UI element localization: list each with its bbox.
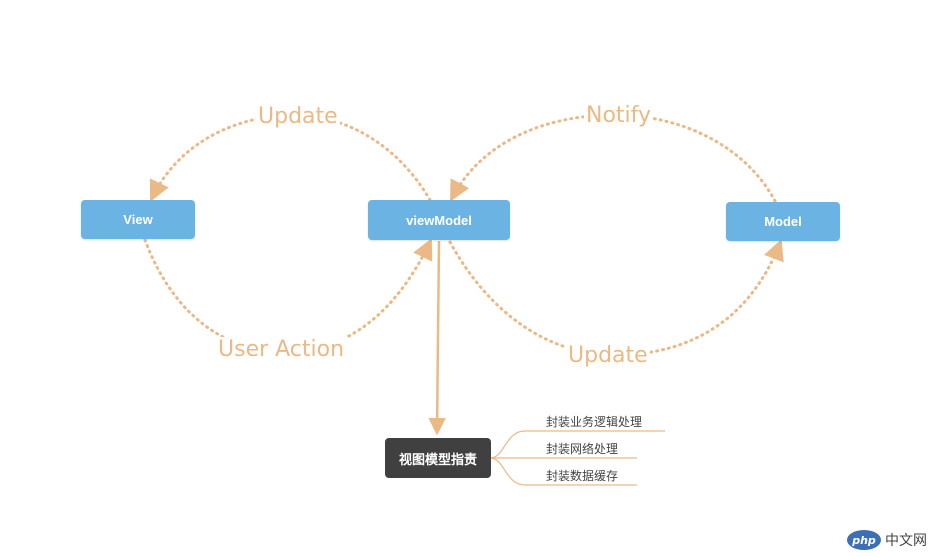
branch-connector-1 <box>489 430 665 459</box>
edge-viewmodel-to-responsibility <box>428 240 446 436</box>
label-user-action: User Action <box>216 337 347 363</box>
branch-item-data-cache: 封装数据缓存 <box>546 469 619 483</box>
branch-item-network: 封装网络处理 <box>546 442 619 456</box>
label-update-to-view: Update <box>256 104 340 130</box>
edge-update-to-model <box>448 239 784 357</box>
branch-connector-3 <box>489 457 637 486</box>
node-viewmodel: viewModel <box>368 200 510 240</box>
watermark-text: 中文网 <box>885 533 927 549</box>
edge-user-action <box>143 238 433 354</box>
watermark: php 中文网 <box>847 530 927 550</box>
node-responsibility: 视图模型指责 <box>385 438 491 478</box>
php-logo-icon: php <box>847 530 881 550</box>
label-notify: Notify <box>584 103 654 129</box>
branch-item-business-logic: 封装业务逻辑处理 <box>546 415 643 429</box>
node-model: Model <box>726 202 840 241</box>
node-view: View <box>81 200 195 239</box>
label-update-to-model: Update <box>566 343 650 369</box>
